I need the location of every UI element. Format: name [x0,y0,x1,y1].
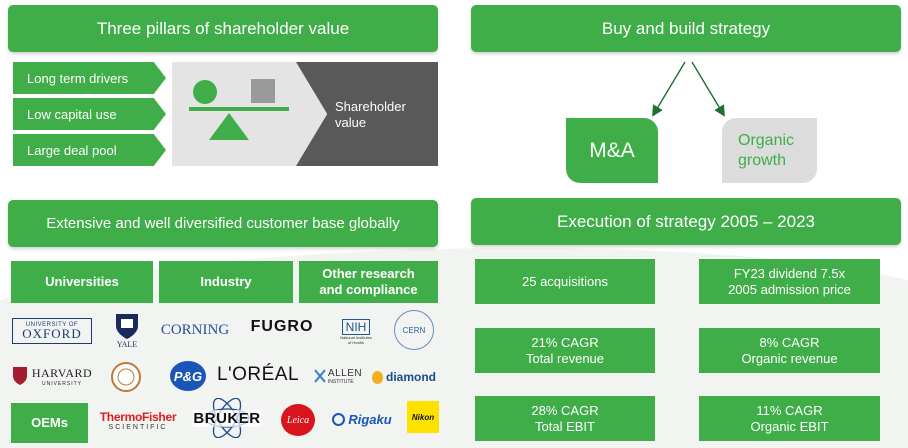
stat-acquisitions: 25 acquisitions [475,259,655,304]
cern-logo: CERN [394,310,434,350]
shareholder-value-label: Shareholder value [335,99,406,130]
harvard-shield-icon [12,367,27,385]
strategy-arrows [652,61,725,117]
stat-organic-revenue: 8% CAGR Organic revenue [699,328,880,373]
pillar-deal-pool: Large deal pool [13,134,166,166]
pillar-long-term: Long term drivers [13,62,166,94]
category-industry: Industry [159,261,293,303]
yale-logo: YALE [110,310,144,350]
oxford-logo: UNIVERSITY OF OXFORD [12,318,92,344]
header-pillars: Three pillars of shareholder value [8,5,438,52]
stat-revenue-cagr: 21% CAGR Total revenue [475,328,655,373]
category-other: Other research and compliance [299,261,438,303]
stat-ebit-cagr: 28% CAGR Total EBIT [475,396,655,441]
diamond-logo: diamond [372,366,436,388]
nih-logo: NIH National Institutes of Health [340,319,372,345]
ma-box: M&A [566,118,658,183]
allen-x-icon [314,369,326,383]
yale-shield-icon [116,313,138,339]
corning-logo: CORNING [160,321,230,338]
rigaku-logo: Rigaku [326,408,398,430]
header-buy-build: Buy and build strategy [471,5,901,52]
harvard-logo: HARVARD UNIVERSITY [8,364,96,388]
stat-dividend: FY23 dividend 7.5x 2005 admission price [699,259,880,304]
thermofisher-logo: ThermoFisher SCIENTIFIC [99,409,177,431]
category-universities: Universities [11,261,153,303]
leica-logo: Leica [281,404,315,436]
pillar-capital: Low capital use [13,98,166,130]
stat-organic-ebit: 11% CAGR Organic EBIT [699,396,880,441]
pg-logo: P&G [170,361,206,391]
diamond-sun-icon [372,370,383,384]
university-seal-icon [111,362,141,392]
header-execution: Execution of strategy 2005 – 2023 [471,198,901,245]
nikon-logo: Nikon [407,401,439,433]
bruker-logo: BRUKER [188,398,266,438]
loreal-logo: L'ORÉAL [216,364,300,385]
balance-scale-icon [189,79,289,140]
rigaku-circle-icon [332,412,346,426]
organic-growth-box: Organic growth [722,118,817,183]
category-oems: OEMs [11,403,88,443]
allen-logo: ALLEN INSTITUTE [312,364,364,388]
header-customers: Extensive and well diversified customer … [8,200,438,247]
fugro-logo: FUGRO [250,318,314,335]
